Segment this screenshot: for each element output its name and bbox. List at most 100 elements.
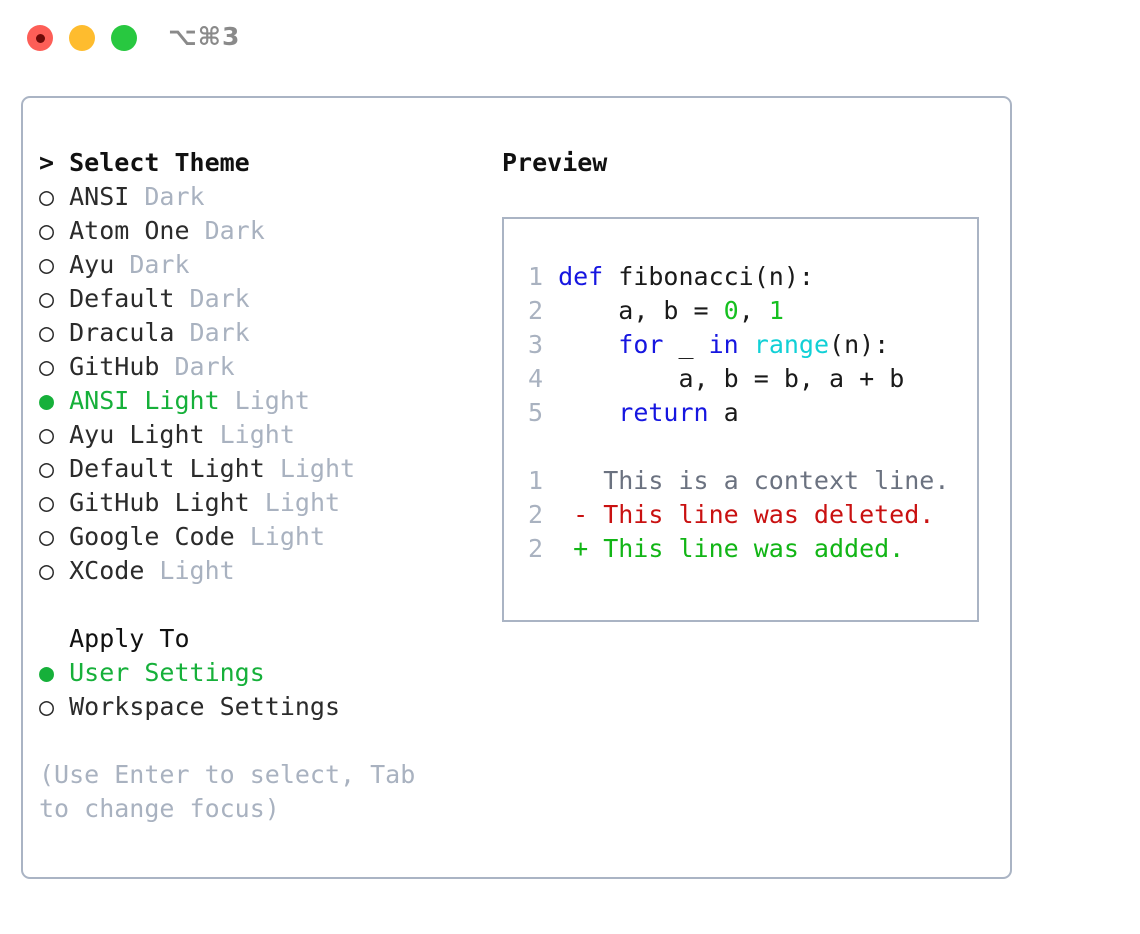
preview-title: Preview [502, 148, 608, 177]
diff-line-del: 2 - This line was deleted. [517, 498, 949, 532]
list-spacer [39, 588, 479, 622]
radio-unselected-icon: ○ [39, 250, 70, 279]
keyboard-hint: (Use Enter to select, Tab to change focu… [39, 760, 416, 823]
line-number: 2 [527, 500, 543, 529]
theme-option-tag: Dark [114, 250, 190, 279]
diff-line-ctx: 1 This is a context line. [517, 464, 949, 498]
apply-to-option-label: User Settings [69, 658, 265, 687]
theme-option-tag: Dark [159, 352, 235, 381]
radio-unselected-icon: ○ [39, 182, 70, 211]
theme-option-xcode[interactable]: ○ XCode Light [39, 554, 479, 588]
code-token-txt [558, 398, 618, 427]
code-line: 1 def fibonacci(n): [517, 260, 904, 294]
theme-list-column: > Select Theme ○ ANSI Dark○ Atom One Dar… [39, 146, 479, 826]
radio-selected-icon: ● [39, 658, 70, 687]
radio-unselected-icon: ○ [39, 454, 70, 483]
code-token-txt: fibonacci(n): [603, 262, 814, 291]
theme-option-default-light[interactable]: ○ Default Light Light [39, 452, 479, 486]
apply-to-option-workspace-settings[interactable]: ○ Workspace Settings [39, 690, 479, 724]
radio-unselected-icon: ○ [39, 522, 70, 551]
theme-option-label: Ayu [69, 250, 115, 279]
theme-option-label: Google Code [69, 522, 235, 551]
theme-option-tag: Light [204, 420, 295, 449]
gutter-space [543, 296, 558, 325]
theme-selector-panel: > Select Theme ○ ANSI Dark○ Atom One Dar… [21, 96, 1012, 879]
code-token-txt [558, 330, 618, 359]
theme-option-github[interactable]: ○ GitHub Dark [39, 350, 479, 384]
radio-unselected-icon: ○ [39, 284, 70, 313]
title-bar: ⌥⌘3 [0, 0, 1140, 76]
minimize-button[interactable] [69, 25, 95, 51]
diff-sample: 1 This is a context line.2 - This line w… [517, 464, 949, 566]
apply-to-heading: Apply To [39, 624, 190, 653]
radio-selected-icon: ● [39, 386, 70, 415]
theme-option-label: Default [69, 284, 175, 313]
page-title-text: Select Theme [69, 148, 250, 177]
maximize-button[interactable] [111, 25, 137, 51]
diff-line-text: - This line was deleted. [543, 500, 935, 529]
diff-line-text: This is a context line. [543, 466, 950, 495]
theme-option-tag: Dark [174, 318, 250, 347]
code-line: 2 a, b = 0, 1 [517, 294, 904, 328]
radio-unselected-icon: ○ [39, 692, 70, 721]
code-token-kw: for [618, 330, 664, 359]
code-line: 4 a, b = b, a + b [517, 362, 904, 396]
code-token-txt: , [738, 296, 769, 325]
theme-option-label: Ayu Light [69, 420, 205, 449]
apply-to-option-label: Workspace Settings [69, 692, 341, 721]
theme-option-tag: Light [249, 488, 341, 517]
code-token-num: 0 [723, 296, 739, 325]
radio-unselected-icon: ○ [39, 488, 70, 517]
theme-option-ansi[interactable]: ○ ANSI Dark [39, 180, 479, 214]
diff-line-text: + This line was added. [543, 534, 905, 563]
line-number: 5 [527, 398, 543, 427]
code-token-txt: a [708, 398, 739, 427]
page-title: > Select Theme [39, 146, 479, 180]
code-token-fn: range [753, 330, 830, 359]
theme-option-label: Atom One [69, 216, 190, 245]
line-number: 4 [527, 364, 543, 393]
theme-option-tag: Light [264, 454, 356, 483]
code-line: 5 return a [517, 396, 904, 430]
theme-option-tag: Dark [174, 284, 250, 313]
line-number: 1 [527, 466, 543, 495]
theme-option-tag: Light [234, 522, 325, 551]
theme-option-default[interactable]: ○ Default Dark [39, 282, 479, 316]
theme-option-label: ANSI [69, 182, 130, 211]
theme-option-label: Dracula [69, 318, 175, 347]
gutter-space [543, 330, 558, 359]
radio-unselected-icon: ○ [39, 420, 70, 449]
theme-option-github-light[interactable]: ○ GitHub Light Light [39, 486, 479, 520]
line-number: 1 [527, 262, 543, 291]
theme-option-label: GitHub Light [69, 488, 250, 517]
traffic-light-controls [27, 25, 137, 51]
code-token-txt: a, b = [558, 296, 724, 325]
code-token-num: 1 [768, 296, 784, 325]
gutter-space [543, 262, 558, 291]
apply-to-option-user-settings[interactable]: ● User Settings [39, 656, 479, 690]
theme-option-google-code[interactable]: ○ Google Code Light [39, 520, 479, 554]
theme-option-ayu-light[interactable]: ○ Ayu Light Light [39, 418, 479, 452]
keyboard-shortcut-label: ⌥⌘3 [168, 22, 241, 51]
radio-unselected-icon: ○ [39, 318, 70, 347]
diff-line-add: 2 + This line was added. [517, 532, 949, 566]
theme-option-tag: Light [219, 386, 310, 415]
code-token-kw: in [708, 330, 739, 359]
line-number: 2 [527, 296, 543, 325]
theme-option-ayu[interactable]: ○ Ayu Dark [39, 248, 479, 282]
close-button[interactable] [27, 25, 53, 51]
radio-unselected-icon: ○ [39, 216, 70, 245]
theme-option-atom-one[interactable]: ○ Atom One Dark [39, 214, 479, 248]
theme-option-ansi-light[interactable]: ● ANSI Light Light [39, 384, 479, 418]
gutter-space [543, 398, 558, 427]
code-token-txt [739, 330, 754, 359]
theme-option-dracula[interactable]: ○ Dracula Dark [39, 316, 479, 350]
apply-to-list: ● User Settings○ Workspace Settings [39, 656, 479, 724]
theme-option-tag: Light [144, 556, 235, 585]
radio-unselected-icon: ○ [39, 556, 70, 585]
theme-option-tag: Dark [189, 216, 265, 245]
preview-column: Preview 1 def fibonacci(n):2 a, b = 0, 1… [502, 146, 997, 622]
code-token-txt: a, b = b, a + b [558, 364, 905, 393]
